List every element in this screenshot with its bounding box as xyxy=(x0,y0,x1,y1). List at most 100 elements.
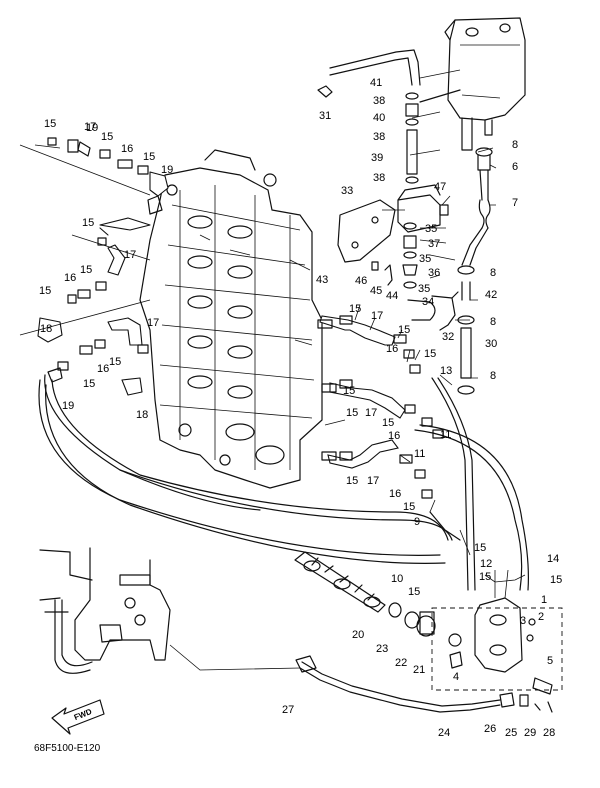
callout-17: 17 xyxy=(365,407,377,419)
callout-8: 8 xyxy=(490,316,496,328)
callout-35: 35 xyxy=(419,253,431,265)
callout-1: 1 xyxy=(541,594,547,606)
callout-40: 40 xyxy=(373,112,385,124)
callout-15: 15 xyxy=(83,378,95,390)
seal-parts xyxy=(388,602,436,637)
callout-22: 22 xyxy=(395,657,407,669)
callout-9: 9 xyxy=(414,516,420,528)
callout-16: 16 xyxy=(389,488,401,500)
callout-4: 4 xyxy=(453,671,459,683)
callout-30: 30 xyxy=(485,338,497,350)
left-fittings xyxy=(37,137,169,396)
callout-36: 36 xyxy=(428,267,440,279)
callout-15: 15 xyxy=(39,285,51,297)
callout-15: 15 xyxy=(346,475,358,487)
callout-31: 31 xyxy=(319,110,331,122)
callout-15: 15 xyxy=(424,348,436,360)
callout-16: 16 xyxy=(388,430,400,442)
fuel-hose-right xyxy=(457,147,493,395)
callout-15: 15 xyxy=(80,264,92,276)
callout-37: 37 xyxy=(428,238,440,250)
callout-19: 19 xyxy=(161,164,173,176)
callout-32: 32 xyxy=(442,331,454,343)
cylinder-block xyxy=(139,149,323,489)
callout-10: 10 xyxy=(391,573,403,585)
callout-3: 3 xyxy=(520,615,526,627)
callout-17: 17 xyxy=(147,317,159,329)
check-valve-stack xyxy=(405,92,419,184)
shaft-20 xyxy=(294,551,386,613)
callout-17: 17 xyxy=(124,249,136,261)
assembly-box-1 xyxy=(431,607,563,691)
leader-lines xyxy=(19,69,497,556)
callout-8: 8 xyxy=(490,267,496,279)
callout-46: 46 xyxy=(355,275,367,287)
callout-23: 23 xyxy=(376,643,388,655)
callout-15: 15 xyxy=(101,131,113,143)
callout-24: 24 xyxy=(438,727,450,739)
callout-15: 15 xyxy=(82,217,94,229)
inset-engine xyxy=(39,547,171,674)
callout-12: 12 xyxy=(480,558,492,570)
long-hoses xyxy=(38,374,529,591)
vapor-separator xyxy=(444,17,526,151)
callout-13: 13 xyxy=(440,365,452,377)
callout-19: 19 xyxy=(62,400,74,412)
callout-33: 33 xyxy=(341,185,353,197)
callout-42: 42 xyxy=(485,289,497,301)
throttle-body xyxy=(448,597,553,713)
callout-38: 38 xyxy=(373,172,385,184)
inset-leader xyxy=(169,644,301,671)
callout-8: 8 xyxy=(512,139,518,151)
callout-17: 17 xyxy=(84,121,96,133)
callout-7: 7 xyxy=(512,197,518,209)
callout-15: 15 xyxy=(474,542,486,554)
callout-28: 28 xyxy=(543,727,555,739)
callout-39: 39 xyxy=(371,152,383,164)
callout-11: 11 xyxy=(440,429,451,441)
callout-25: 25 xyxy=(505,727,517,739)
callout-15: 15 xyxy=(343,385,355,397)
callout-45: 45 xyxy=(370,285,382,297)
callout-35: 35 xyxy=(418,283,430,295)
callout-20: 20 xyxy=(352,629,364,641)
fuel-pump xyxy=(337,184,449,263)
callout-15: 15 xyxy=(398,324,410,336)
cable-24 xyxy=(299,667,501,713)
callout-18: 18 xyxy=(40,323,52,335)
callout-15: 15 xyxy=(403,501,415,513)
callout-2: 2 xyxy=(538,611,544,623)
callout-15: 15 xyxy=(382,417,394,429)
callout-6: 6 xyxy=(512,161,518,173)
callout-17: 17 xyxy=(371,310,383,322)
callout-15: 15 xyxy=(479,571,491,583)
callout-15: 15 xyxy=(346,407,358,419)
callout-43: 43 xyxy=(316,274,328,286)
callout-15: 15 xyxy=(44,118,56,130)
callout-16: 16 xyxy=(386,343,398,355)
callout-labels: 1234567888891011121314151515151515151515… xyxy=(39,77,562,739)
callout-15: 15 xyxy=(550,574,562,586)
callout-8: 8 xyxy=(490,370,496,382)
hose-group-17 xyxy=(319,315,406,469)
callout-16: 16 xyxy=(97,363,109,375)
right-fittings xyxy=(317,315,444,499)
callout-47: 47 xyxy=(434,181,446,193)
fwd-arrow xyxy=(51,699,105,735)
callout-38: 38 xyxy=(373,95,385,107)
callout-26: 26 xyxy=(484,723,496,735)
callout-16: 16 xyxy=(121,143,133,155)
callout-29: 29 xyxy=(524,727,536,739)
callout-35: 35 xyxy=(425,223,437,235)
callout-27: 27 xyxy=(282,704,294,716)
diagram-code: 68F5100-E120 xyxy=(34,743,101,754)
hose-41 xyxy=(329,57,413,86)
callout-17: 17 xyxy=(367,475,379,487)
callout-11: 11 xyxy=(414,448,425,460)
callout-15: 15 xyxy=(408,586,420,598)
callout-16: 16 xyxy=(64,272,76,284)
callout-38: 38 xyxy=(373,131,385,143)
callout-15: 15 xyxy=(143,151,155,163)
